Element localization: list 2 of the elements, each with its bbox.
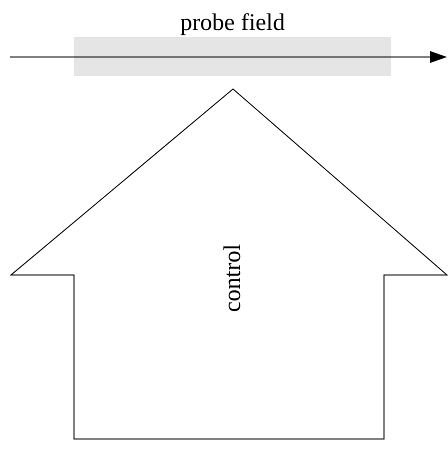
arrow-label: control [220,244,246,312]
field-label: probe field [180,10,285,36]
